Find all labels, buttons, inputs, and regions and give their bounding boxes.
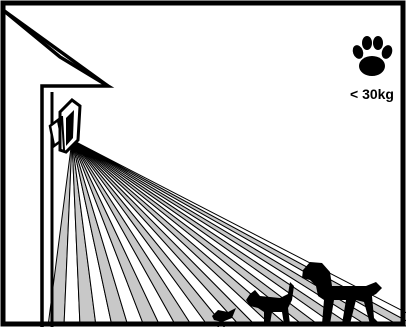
bird-icon bbox=[212, 308, 236, 327]
detection-zones bbox=[47, 139, 406, 327]
paw-icon bbox=[352, 36, 393, 76]
dog-icon bbox=[302, 262, 382, 324]
roof-slope bbox=[1, 8, 110, 88]
cat-icon bbox=[246, 282, 294, 324]
weight-limit-label: < 30kg bbox=[350, 86, 394, 102]
motion-sensor-icon bbox=[48, 98, 82, 154]
